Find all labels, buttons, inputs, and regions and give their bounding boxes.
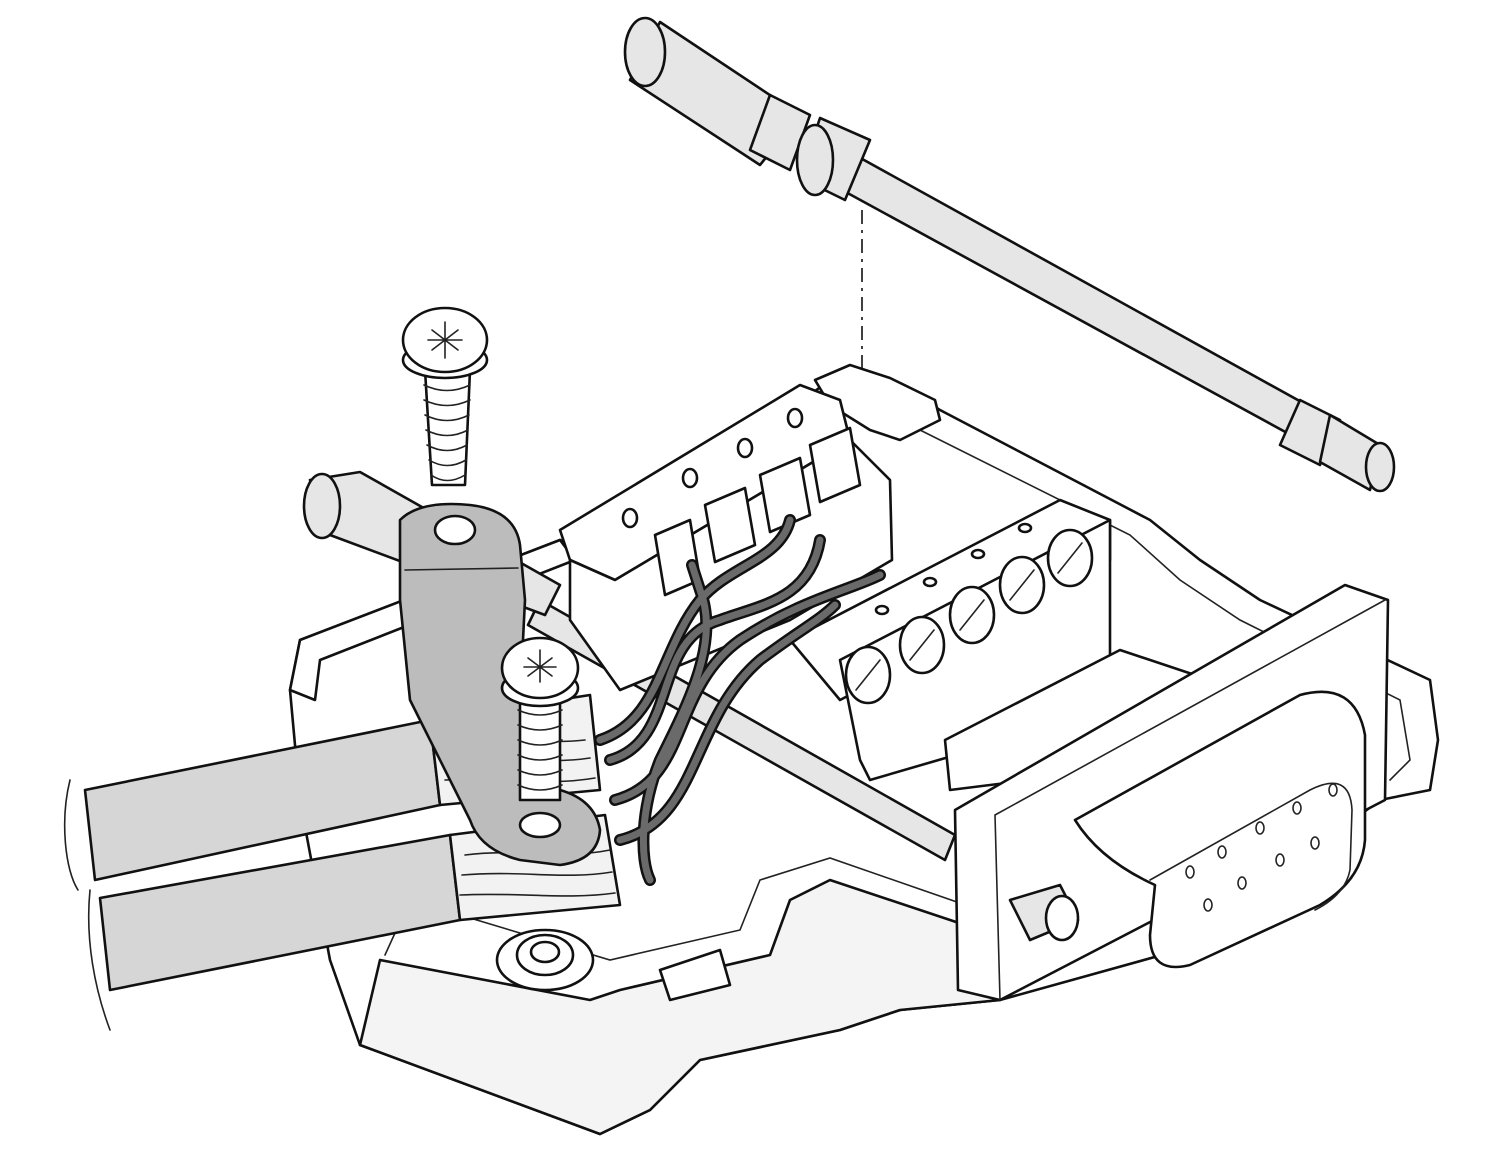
terminal-screw-dots [621, 407, 804, 529]
screw-lower [500, 636, 580, 839]
terminal-screw-1 [844, 645, 892, 705]
wire-bundle [594, 514, 886, 886]
terminal-slots [653, 426, 862, 597]
terminal-front-screws [844, 528, 1094, 705]
terminal-screw-5 [1046, 528, 1094, 588]
clamp-hole-top [433, 514, 477, 546]
pozidriv-recess-lower [523, 649, 557, 683]
terminal-front-dots [874, 522, 1033, 616]
screw-upper [401, 306, 489, 487]
terminal-screw-2 [898, 615, 946, 675]
pozidriv-recess-upper [427, 321, 463, 359]
terminal-screw-4 [998, 555, 1046, 615]
db9-jack-post [1008, 883, 1080, 942]
guide-rod [623, 16, 1396, 493]
db9-pins [1185, 783, 1338, 912]
db9-connector [943, 583, 1390, 1002]
terminal-block-rear [558, 383, 894, 692]
nut-boss [495, 928, 595, 992]
housing-latch [658, 948, 732, 1002]
terminal-screw-3 [948, 585, 996, 645]
db9-d-shell [1073, 690, 1367, 969]
